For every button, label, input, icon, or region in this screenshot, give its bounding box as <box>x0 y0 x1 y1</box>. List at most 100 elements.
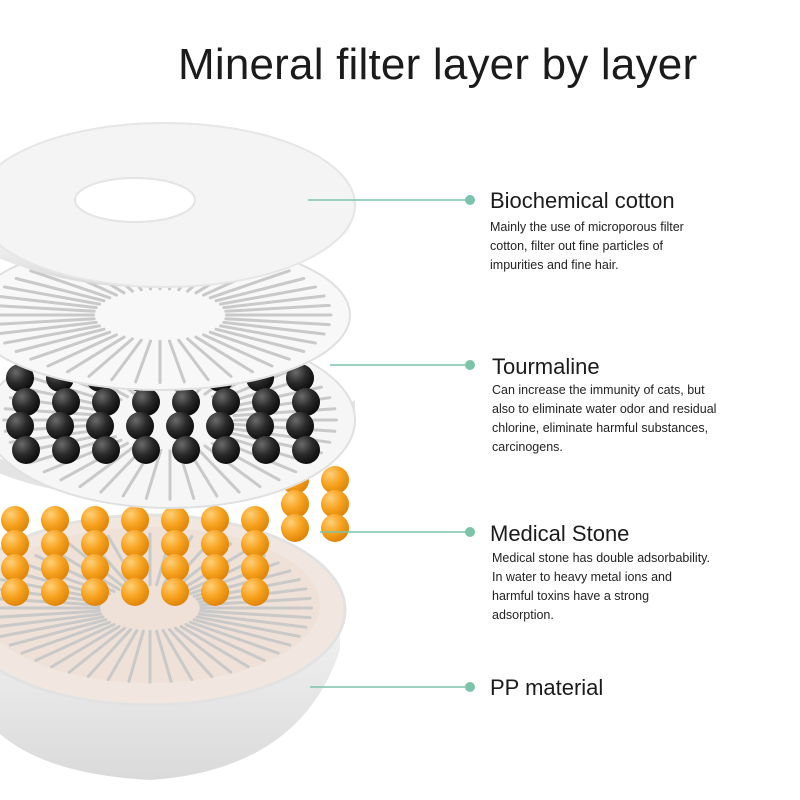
grid-slot <box>0 317 96 326</box>
tourmaline-ball <box>12 388 40 416</box>
tourmaline-ball <box>52 388 80 416</box>
tourmaline-ball <box>246 412 274 440</box>
grid-slot <box>2 324 102 345</box>
tourmaline-ball <box>292 436 320 464</box>
medical-stone-ball <box>161 578 189 606</box>
tourmaline-ball <box>172 388 200 416</box>
tourmaline-slot <box>144 448 163 500</box>
tray-rib <box>86 628 132 678</box>
tray-rib <box>174 626 233 674</box>
medical-stone-ball <box>41 530 69 558</box>
medical-stone-ball <box>121 578 149 606</box>
medical-stone-ball <box>1 506 29 534</box>
grid-slot <box>208 330 291 361</box>
tray-rib <box>155 629 173 683</box>
grid-slot <box>214 327 306 353</box>
tourmaline-ball <box>92 388 120 416</box>
grid-slot <box>0 320 98 336</box>
grid-slot <box>194 335 254 374</box>
tourmaline-ball <box>252 388 280 416</box>
grid-slot <box>224 317 331 327</box>
grid-slot <box>186 337 233 378</box>
grid-slot <box>29 269 112 300</box>
medical-stone-ball <box>81 506 109 534</box>
medical-stone-ball <box>41 554 69 582</box>
callout-lines <box>308 195 475 692</box>
tourmaline-ball <box>126 412 154 440</box>
grid-slot <box>222 294 326 310</box>
tray-rib <box>34 623 116 662</box>
medical-stone-ball <box>321 490 349 518</box>
tourmaline-ball <box>212 388 240 416</box>
layer-name-pp: PP material <box>490 675 604 700</box>
grid-slot <box>177 338 210 382</box>
grid-slot <box>29 330 112 361</box>
cotton-disc-hole <box>74 177 196 223</box>
tourmaline-slot <box>195 446 241 494</box>
page-title: Mineral filter layer by layer <box>178 40 698 89</box>
medical-stone-ball <box>321 514 349 542</box>
tray-rib <box>20 620 112 655</box>
tray-rib <box>192 618 292 647</box>
medical-stone-ball <box>201 506 229 534</box>
medical-stone-ball <box>241 530 269 558</box>
tray-rib <box>179 625 250 669</box>
grid-slot <box>167 339 186 384</box>
medical-stone-ball <box>1 530 29 558</box>
tray-rib <box>67 626 126 674</box>
tourmaline-slot <box>78 444 137 489</box>
medical-stone-ball <box>81 554 109 582</box>
layer-desc-cotton: Mainly the use of microporous filter cot… <box>490 220 684 272</box>
tray-rib <box>197 612 308 629</box>
medical-stone-ball <box>201 530 229 558</box>
tourmaline-ball <box>292 388 320 416</box>
grid-slot <box>14 327 106 353</box>
medical-stone-ball <box>281 490 309 518</box>
tourmaline-ball <box>6 412 34 440</box>
medical-stone-ball <box>241 554 269 582</box>
callout-dot <box>465 360 475 370</box>
tourmaline-ball <box>172 436 200 464</box>
layer-desc-medical-stone: Medical stone has double adsorbability. … <box>492 551 710 622</box>
tray-rib <box>199 609 312 620</box>
tray-rib <box>8 618 108 647</box>
tourmaline-ball <box>46 412 74 440</box>
tourmaline-ball <box>12 436 40 464</box>
tray-rib <box>188 620 280 655</box>
tourmaline-ball <box>252 436 280 464</box>
grid-slot <box>46 333 118 368</box>
tourmaline-ball <box>86 412 114 440</box>
tourmaline-ball <box>92 436 120 464</box>
tourmaline-ball <box>166 412 194 440</box>
grid-slot <box>2 285 102 306</box>
medical-stone-ball <box>1 578 29 606</box>
medical-stone-ball <box>321 466 349 494</box>
grid-slot <box>222 320 326 336</box>
tray-rib <box>195 615 301 638</box>
tourmaline-ball <box>52 436 80 464</box>
tray-rib <box>106 629 139 682</box>
tray-rib <box>0 609 101 619</box>
medical-stone-ball <box>81 578 109 606</box>
medical-stone-balls <box>1 466 349 606</box>
tourmaline-ball <box>132 388 160 416</box>
tray-rib <box>0 615 105 638</box>
callout-dot <box>465 682 475 692</box>
tray-rib <box>184 623 266 662</box>
layer-name-tourmaline: Tourmaline <box>492 354 600 379</box>
tray-rib <box>168 628 214 678</box>
grid-slot <box>214 277 306 303</box>
medical-stone-ball <box>161 506 189 534</box>
grid-slot <box>0 304 96 313</box>
cotton-disc <box>0 122 356 288</box>
grid-slot <box>218 324 318 345</box>
medical-stone-ball <box>281 514 309 542</box>
tourmaline-ball <box>6 364 34 392</box>
medical-stone-ball <box>121 554 149 582</box>
pp-tray-wall <box>0 610 340 780</box>
grid-slot <box>14 277 106 303</box>
grid-slot <box>208 269 291 300</box>
medical-stone-ball <box>1 554 29 582</box>
layer-name-medical-stone: Medical Stone <box>490 521 630 546</box>
